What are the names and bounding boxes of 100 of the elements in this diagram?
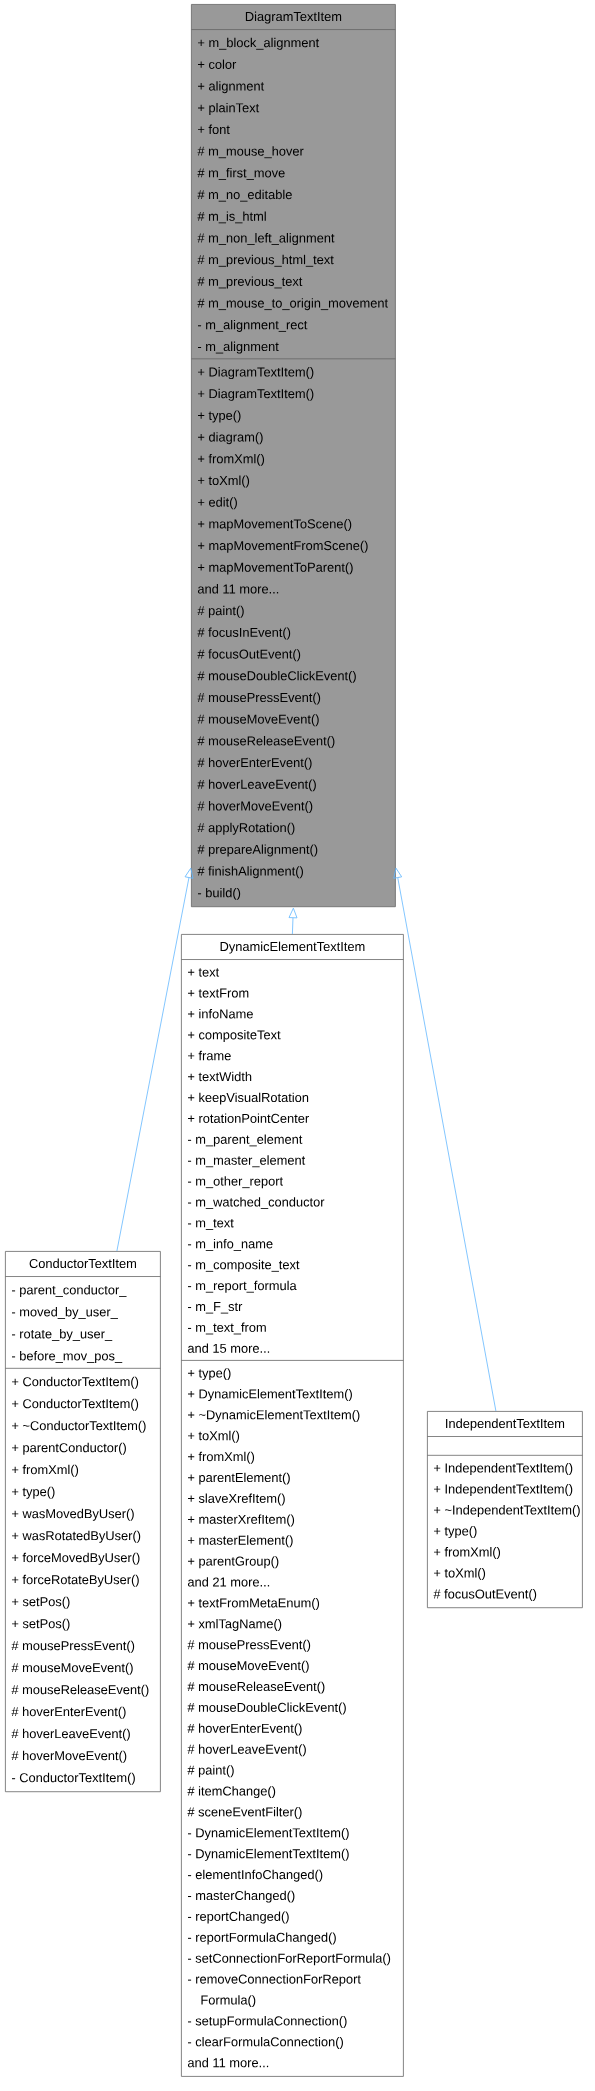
method-entry: - masterChanged() (188, 1890, 295, 1903)
class-title: IndependentTextItem (446, 1418, 565, 1431)
method-entry: # mousePressEvent() (11, 1640, 135, 1653)
method-entry: + fromXml() (198, 453, 265, 466)
method-entry: # mouseMoveEvent() (11, 1662, 133, 1675)
method-entry: + ~IndependentTextItem() (434, 1505, 580, 1518)
method-entry: # mousePressEvent() (197, 692, 321, 705)
method-entry: and 21 more... (187, 1577, 270, 1587)
attribute-entry: - m_watched_conductor (188, 1197, 325, 1209)
method-entry: + mapMovementToScene() (198, 519, 352, 531)
attribute-entry: + keepVisualRotation (188, 1092, 309, 1105)
method-entry: - setConnectionForReportFormula() (188, 1953, 391, 1966)
method-entry: # mouseReleaseEvent() (187, 1681, 325, 1694)
method-entry: - build() (198, 887, 241, 900)
method-entry: # hoverLeaveEvent() (187, 1744, 306, 1757)
method-entry: and 11 more... (187, 2057, 269, 2068)
method-entry: + setPos() (12, 1618, 70, 1631)
class-box (181, 934, 404, 2077)
method-entry: # focusInEvent() (197, 627, 291, 640)
class-box (5, 1251, 161, 1793)
inheritance-arrow (116, 867, 194, 1252)
method-entry: # focusOutEvent() (433, 1589, 537, 1602)
attribute-entry: + plainText (198, 102, 260, 115)
method-entry: + textFromMetaEnum() (188, 1598, 320, 1610)
method-entry: + toXml() (198, 475, 250, 488)
method-entry: # hoverEnterEvent() (197, 757, 312, 770)
attribute-entry: + textWidth (188, 1071, 252, 1082)
method-entry: + DiagramTextItem() (198, 367, 314, 380)
method-entry: + type() (434, 1526, 477, 1539)
attribute-entry: - m_text (188, 1219, 234, 1230)
method-entry: + mapMovementFromScene() (198, 540, 368, 553)
method-entry: + forceRotateByUser() (12, 1574, 139, 1587)
method-entry: + diagram() (198, 432, 263, 445)
method-entry: + masterXrefItem() (188, 1514, 295, 1527)
attribute-entry: # m_no_editable (197, 189, 292, 202)
attribute-entry: # m_is_html (197, 211, 266, 224)
method-entry: # hoverEnterEvent() (187, 1723, 302, 1736)
class-box (191, 4, 396, 908)
method-entry: # mouseReleaseEvent() (11, 1684, 149, 1697)
attribute-entry: # m_previous_text (197, 276, 303, 289)
method-entry: - clearFormulaConnection() (188, 2036, 343, 2049)
attribute-entry: - m_other_report (188, 1176, 283, 1189)
method-entry: + mapMovementToParent() (198, 562, 353, 575)
method-entry: + fromXml() (434, 1547, 501, 1560)
attribute-entry: + infoName (188, 1009, 253, 1019)
method-entry: + DynamicElementTextItem() (188, 1389, 352, 1401)
attribute-entry: - parent_conductor_ (12, 1285, 127, 1297)
attribute-entry: + compositeText (188, 1029, 281, 1042)
method-entry: # itemChange() (187, 1786, 276, 1799)
attribute-entry: + alignment (198, 81, 265, 94)
method-entry: # sceneEventFilter() (187, 1807, 302, 1819)
attribute-entry: - before_mov_pos_ (12, 1351, 123, 1363)
attribute-entry: - m_alignment (198, 341, 279, 354)
method-entry: + toXml() (188, 1430, 240, 1443)
method-entry: + parentGroup() (188, 1556, 279, 1569)
method-entry: # paint() (197, 605, 244, 618)
method-entry: # mouseReleaseEvent() (197, 736, 335, 748)
attribute-entry: + rotationPointCenter (188, 1113, 309, 1123)
attribute-entry: + m_block_alignment (198, 37, 320, 50)
method-entry: # finishAlignment() (197, 866, 303, 879)
attribute-entry: - moved_by_user_ (12, 1307, 118, 1319)
attribute-entry: + text (188, 968, 220, 977)
method-entry: + wasMovedByUser() (12, 1508, 134, 1521)
method-entry: # mouseMoveEvent() (197, 714, 319, 727)
method-entry: + parentElement() (188, 1472, 290, 1485)
method-entry: # paint() (187, 1765, 234, 1778)
attribute-entry: # m_previous_html_text (197, 254, 334, 267)
method-entry: # mouseDoubleClickEvent() (197, 670, 356, 683)
attribute-entry: - m_text_from (188, 1322, 266, 1335)
attribute-entry: # m_mouse_hover (197, 146, 304, 159)
method-entry: + type() (198, 410, 241, 423)
method-entry: # hoverLeaveEvent() (197, 779, 316, 792)
method-entry: - ConductorTextItem() (12, 1772, 135, 1785)
attribute-entry: - m_info_name (188, 1238, 273, 1251)
method-entry: + IndependentTextItem() (434, 1463, 573, 1476)
method-entry: + xmlTagName() (188, 1618, 282, 1631)
attribute-entry: + textFrom (188, 988, 249, 998)
method-entry: + type() (188, 1368, 231, 1381)
method-entry: + IndependentTextItem() (434, 1484, 573, 1497)
attribute-entry: - m_alignment_rect (198, 319, 308, 332)
method-entry: # hoverEnterEvent() (11, 1706, 126, 1719)
method-entry: - removeConnectionForReport Formula() (188, 1974, 361, 2008)
attribute-entry: # m_non_left_alignment (197, 233, 335, 246)
method-entry: # mouseDoubleClickEvent() (187, 1702, 346, 1715)
method-entry: + setPos() (12, 1596, 70, 1609)
class-title: ConductorTextItem (29, 1258, 136, 1269)
attribute-entry: # m_mouse_to_origin_movement (197, 298, 388, 311)
inheritance-arrow (288, 907, 298, 935)
method-entry: # hoverLeaveEvent() (11, 1728, 130, 1741)
method-entry: + ~ConductorTextItem() (12, 1420, 146, 1433)
class-title: DiagramTextItem (245, 11, 342, 24)
method-entry: # hoverMoveEvent() (11, 1750, 127, 1763)
method-entry: - DynamicElementTextItem() (188, 1827, 349, 1840)
attribute-entry: # m_first_move (197, 168, 285, 180)
method-entry: + slaveXrefItem() (188, 1493, 285, 1506)
method-entry: - elementInfoChanged() (188, 1869, 323, 1882)
method-entry: + parentConductor() (12, 1442, 126, 1455)
attribute-entry: - m_master_element (188, 1155, 306, 1168)
attribute-entry: + font (198, 124, 230, 135)
attribute-entry: + frame (188, 1050, 231, 1061)
